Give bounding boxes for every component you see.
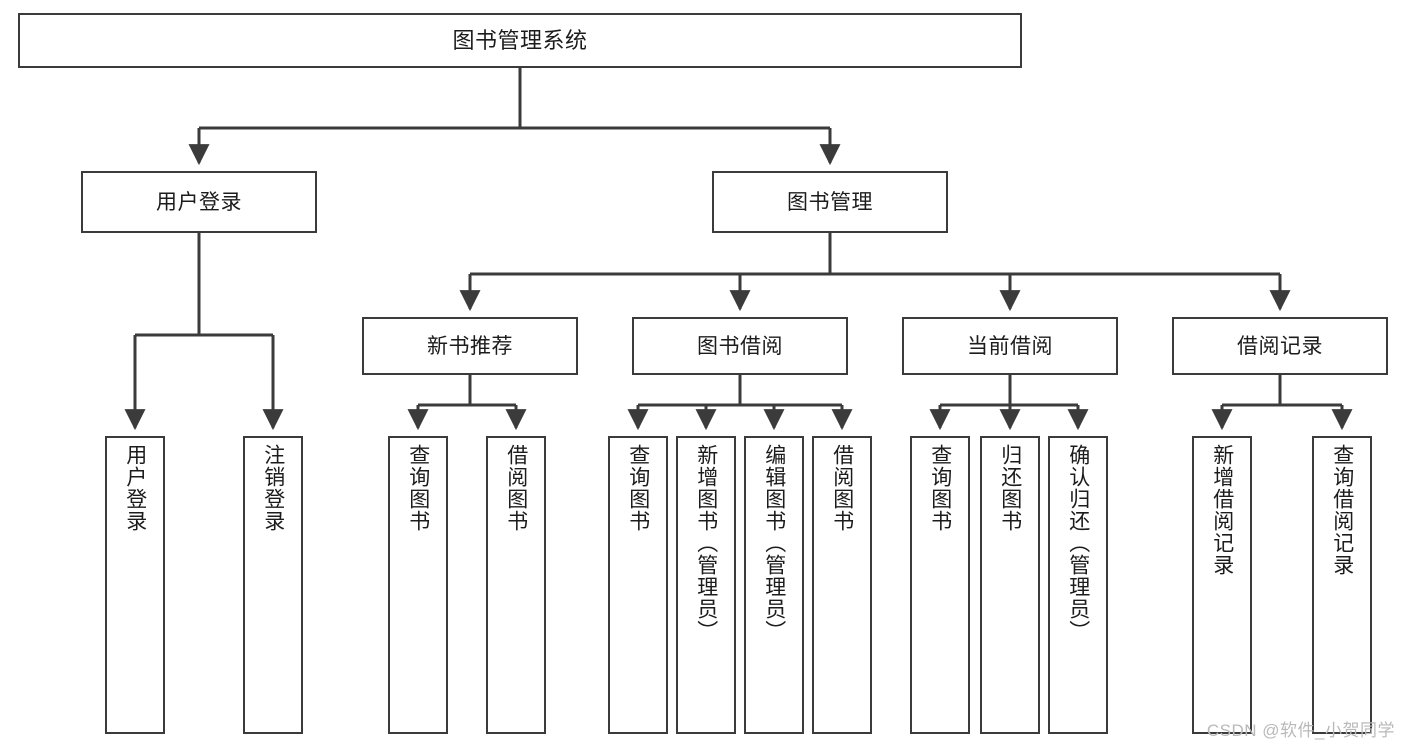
node-borrow-record[interactable]: 借阅记录 [1172,317,1388,375]
node-leaf-borrow-book-2[interactable]: 借阅图书 [812,436,872,734]
node-leaf-query-borrow-record-label: 查询借阅记录 [1330,444,1354,576]
node-leaf-edit-book[interactable]: 编辑图书（管理员） [744,436,804,734]
node-leaf-add-book[interactable]: 新增图书（管理员） [676,436,736,734]
node-leaf-query-book-3[interactable]: 查询图书 [910,436,970,734]
node-book-borrow-label: 图书借阅 [697,334,783,358]
node-leaf-return-book[interactable]: 归还图书 [980,436,1040,734]
node-leaf-user-login-label: 用户登录 [123,444,147,532]
node-leaf-query-borrow-record[interactable]: 查询借阅记录 [1312,436,1372,734]
node-leaf-borrow-book-1-label: 借阅图书 [504,444,528,532]
node-new-book-recommend[interactable]: 新书推荐 [362,317,578,375]
node-root[interactable]: 图书管理系统 [18,13,1022,68]
node-leaf-user-logout-label: 注销登录 [261,444,285,532]
node-leaf-confirm-return-label: 确认归还（管理员） [1066,444,1090,642]
watermark-text: CSDN @软件_小贺同学 [1206,721,1395,740]
edge-book-manage-to-level3 [459,233,1291,312]
node-leaf-query-book-2-label: 查询图书 [626,444,650,532]
node-user-login[interactable]: 用户登录 [81,171,317,233]
edge-book-borrow-to-leaves [627,375,853,431]
edge-new-book-recommend-to-leaves [407,375,527,431]
edge-root-to-level2 [188,68,841,166]
node-leaf-add-borrow-record-label: 新增借阅记录 [1210,444,1234,576]
node-leaf-user-logout[interactable]: 注销登录 [243,436,303,734]
node-leaf-query-book-2[interactable]: 查询图书 [608,436,668,734]
node-book-manage[interactable]: 图书管理 [712,171,948,233]
node-current-borrow[interactable]: 当前借阅 [902,317,1118,375]
node-leaf-confirm-return[interactable]: 确认归还（管理员） [1048,436,1108,734]
node-user-login-label: 用户登录 [156,190,242,214]
node-leaf-add-book-label: 新增图书（管理员） [694,444,718,642]
node-current-borrow-label: 当前借阅 [967,334,1053,358]
node-leaf-add-borrow-record[interactable]: 新增借阅记录 [1192,436,1252,734]
node-leaf-borrow-book-1[interactable]: 借阅图书 [486,436,546,734]
node-book-manage-label: 图书管理 [787,190,873,214]
node-leaf-user-login[interactable]: 用户登录 [105,436,165,734]
node-new-book-recommend-label: 新书推荐 [427,334,513,358]
node-root-label: 图书管理系统 [452,27,588,53]
node-leaf-query-book-3-label: 查询图书 [928,444,952,532]
node-leaf-return-book-label: 归还图书 [998,444,1022,532]
edge-user-login-to-leaves [124,233,284,431]
node-leaf-query-book-1[interactable]: 查询图书 [388,436,448,734]
node-leaf-borrow-book-2-label: 借阅图书 [830,444,854,532]
node-borrow-record-label: 借阅记录 [1237,334,1323,358]
node-leaf-edit-book-label: 编辑图书（管理员） [762,444,786,642]
edge-current-borrow-to-leaves [929,375,1089,431]
node-book-borrow[interactable]: 图书借阅 [632,317,848,375]
edge-borrow-record-to-leaves [1211,375,1353,431]
node-leaf-query-book-1-label: 查询图书 [406,444,430,532]
